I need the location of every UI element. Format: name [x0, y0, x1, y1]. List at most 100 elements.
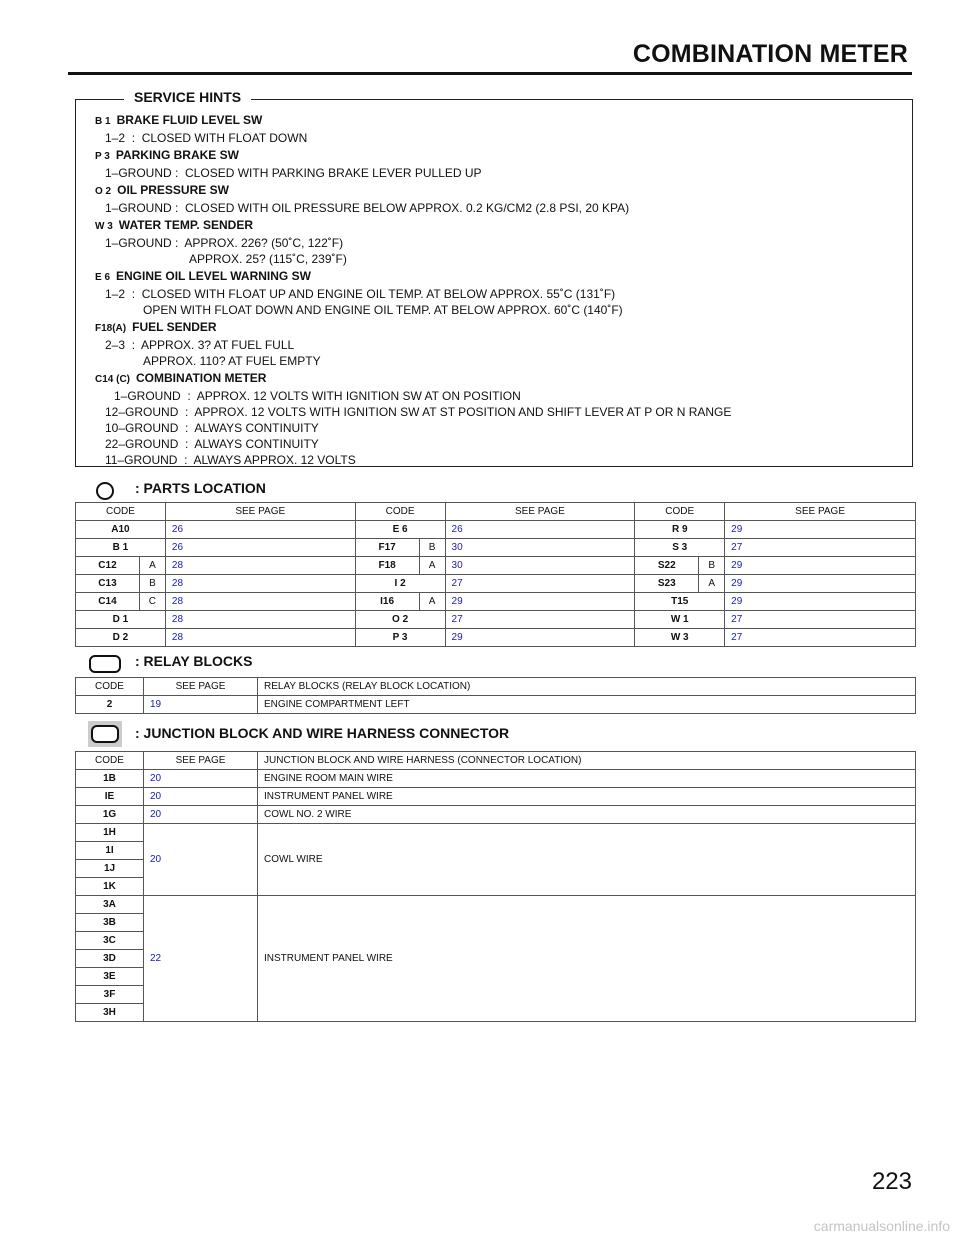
page-link[interactable]: 20 [143, 787, 258, 806]
page-link[interactable]: 28 [164, 628, 356, 647]
column-header: SEE PAGE [724, 502, 916, 521]
page-link[interactable]: 29 [724, 556, 916, 575]
page-link[interactable]: 26 [164, 538, 356, 557]
location-cell: COWL WIRE [257, 823, 916, 896]
page-link[interactable]: 22 [143, 895, 258, 1022]
hint-line: 11–GROUND : ALWAYS APPROX. 12 VOLTS [95, 452, 731, 468]
code-cell: 1I [75, 841, 144, 860]
hint-line-text: 1–GROUND : CLOSED WITH PARKING BRAKE LEV… [105, 166, 482, 180]
column-header: CODE [75, 502, 166, 521]
hint-line: APPROX. 110? AT FUEL EMPTY [95, 353, 731, 369]
service-hints-heading: SERVICE HINTS [124, 89, 252, 105]
hint-line: 1–GROUND : CLOSED WITH PARKING BRAKE LEV… [95, 165, 731, 181]
hint-code: C14 (C) [95, 374, 131, 385]
page-link[interactable]: 28 [164, 592, 356, 611]
hint-line: 1–GROUND : CLOSED WITH OIL PRESSURE BELO… [95, 200, 731, 216]
relay-blocks-heading: : RELAY BLOCKS [135, 653, 253, 669]
page-link[interactable]: 20 [143, 805, 258, 824]
hint-line-text: 12–GROUND : APPROX. 12 VOLTS WITH IGNITI… [105, 405, 732, 419]
page-link[interactable]: 29 [724, 592, 916, 611]
hint-line-text: 10–GROUND : ALWAYS CONTINUITY [105, 421, 319, 435]
hint-line: 1–GROUND : APPROX. 226? (50˚C, 122˚F) [95, 235, 731, 251]
hint-header: C14 (C) COMBINATION METER [95, 370, 731, 388]
hint-code: B 1 [95, 116, 111, 127]
page-link[interactable]: 19 [143, 695, 258, 714]
table-header-row: CODE SEE PAGE JUNCTION BLOCK AND WIRE HA… [75, 751, 916, 770]
code-cell: 3F [75, 985, 144, 1004]
code-cell: R 9 [634, 520, 726, 539]
column-header: RELAY BLOCKS (RELAY BLOCK LOCATION) [257, 677, 916, 696]
code-cell: 3A [75, 895, 144, 914]
hint-code: W 3 [95, 221, 113, 232]
hint-name: WATER TEMP. SENDER [118, 218, 254, 232]
location-cell: ENGINE ROOM MAIN WIRE [257, 769, 916, 788]
page-link[interactable]: 28 [164, 574, 356, 593]
code-cell: F18 [354, 556, 420, 575]
code-cell: 3D [75, 949, 144, 968]
page-link[interactable]: 29 [724, 574, 916, 593]
column-header: SEE PAGE [143, 751, 258, 770]
location-cell: INSTRUMENT PANEL WIRE [257, 895, 916, 1022]
relay-blocks-table: CODE SEE PAGE RELAY BLOCKS (RELAY BLOCK … [75, 677, 916, 714]
hint-line-text: APPROX. 110? AT FUEL EMPTY [143, 354, 321, 368]
location-cell: COWL NO. 2 WIRE [257, 805, 916, 824]
hint-line-text: APPROX. 25? (115˚C, 239˚F) [189, 252, 347, 266]
code-cell: D 2 [75, 628, 166, 647]
page-link[interactable]: 27 [724, 628, 916, 647]
page-link[interactable]: 26 [164, 520, 356, 539]
page-link[interactable]: 28 [164, 556, 356, 575]
code-cell: 3H [75, 1003, 144, 1022]
service-hints-box [75, 99, 913, 467]
hint-name: FUEL SENDER [132, 320, 217, 334]
page-link[interactable]: 27 [444, 574, 636, 593]
code-cell: C14 [75, 592, 140, 611]
variant-cell: B [138, 574, 166, 593]
code-cell: W 1 [634, 610, 726, 629]
junction-blocks-table: CODE SEE PAGE JUNCTION BLOCK AND WIRE HA… [75, 751, 916, 1022]
page-link[interactable]: 27 [724, 538, 916, 557]
page-link[interactable]: 29 [444, 592, 636, 611]
hint-header: W 3 WATER TEMP. SENDER [95, 217, 731, 235]
hint-line: 1–2 : CLOSED WITH FLOAT DOWN [95, 130, 731, 146]
hint-name: COMBINATION METER [136, 371, 267, 385]
variant-cell: B [418, 538, 446, 557]
code-cell: O 2 [354, 610, 446, 629]
page-link[interactable]: 20 [143, 769, 258, 788]
page-title: COMBINATION METER [632, 40, 908, 68]
table-row: D 2 28 P 3 29 W 3 27 [75, 628, 916, 647]
table-row: 3H [75, 1003, 916, 1022]
hint-line-text: 2–3 : APPROX. 3? AT FUEL FULL [105, 338, 295, 352]
column-header: JUNCTION BLOCK AND WIRE HARNESS (CONNECT… [257, 751, 916, 770]
hint-line: 2–3 : APPROX. 3? AT FUEL FULL [95, 337, 731, 353]
table-row: 3C [75, 931, 916, 950]
code-cell: 1B [75, 769, 144, 788]
table-row: 2 19 ENGINE COMPARTMENT LEFT [75, 695, 916, 714]
page-link[interactable]: 30 [444, 556, 636, 575]
page-link[interactable]: 29 [444, 628, 636, 647]
table-row: 1G 20 COWL NO. 2 WIRE [75, 805, 916, 824]
code-cell: F17 [354, 538, 420, 557]
page-link[interactable]: 30 [444, 538, 636, 557]
hint-name: BRAKE FLUID LEVEL SW [116, 113, 263, 127]
hint-header: B 1 BRAKE FLUID LEVEL SW [95, 112, 731, 130]
code-cell: 3B [75, 913, 144, 932]
page-link[interactable]: 27 [724, 610, 916, 629]
page-link[interactable]: 26 [444, 520, 636, 539]
page-link[interactable]: 27 [444, 610, 636, 629]
page-link[interactable]: 29 [724, 520, 916, 539]
code-cell: P 3 [354, 628, 446, 647]
hint-line-text: OPEN WITH FLOAT DOWN AND ENGINE OIL TEMP… [143, 303, 623, 317]
table-row: 3A 22 INSTRUMENT PANEL WIRE [75, 895, 916, 1022]
table-header-row: CODE SEE PAGE CODE SEE PAGE CODE SEE PAG… [75, 502, 916, 521]
page-link[interactable]: 20 [143, 823, 258, 896]
code-cell: S 3 [634, 538, 726, 557]
code-cell: 2 [75, 695, 144, 714]
parts-location-table: CODE SEE PAGE CODE SEE PAGE CODE SEE PAG… [75, 502, 916, 647]
page-link[interactable]: 28 [164, 610, 356, 629]
code-cell: I16 [354, 592, 420, 611]
location-cell: ENGINE COMPARTMENT LEFT [257, 695, 916, 714]
column-header: SEE PAGE [164, 502, 356, 521]
table-row: 1H 20 COWL WIRE [75, 823, 916, 896]
hint-line: 22–GROUND : ALWAYS CONTINUITY [95, 436, 731, 452]
